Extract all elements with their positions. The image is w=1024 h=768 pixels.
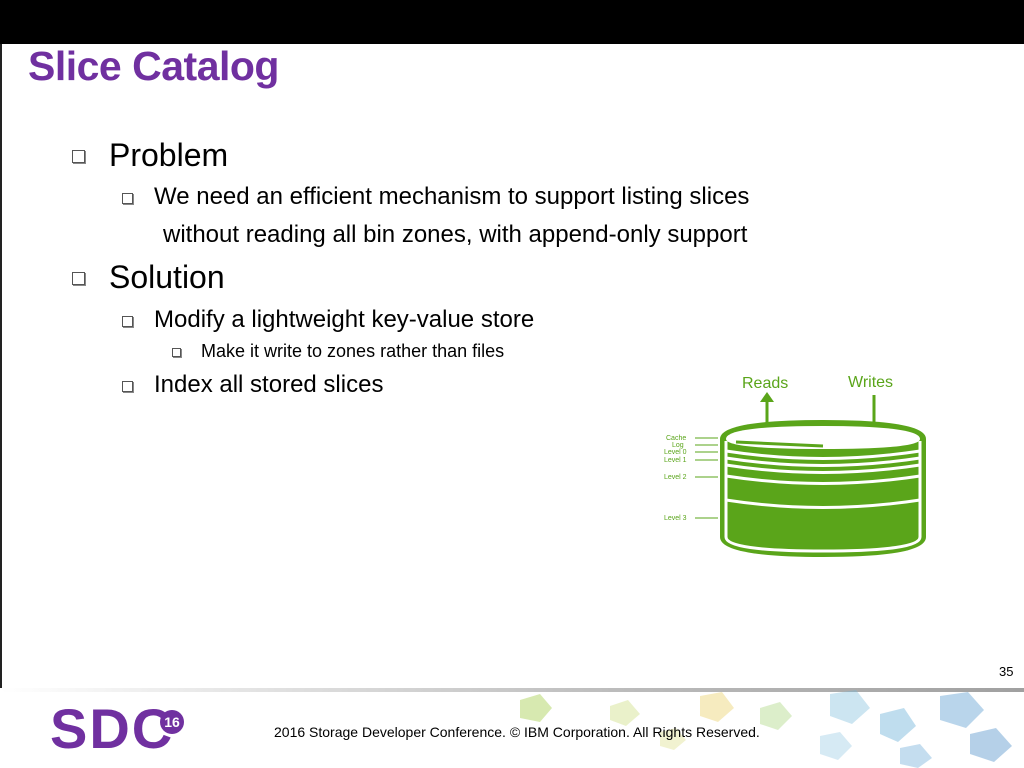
reads-arrowhead — [760, 392, 774, 402]
square-bullet-icon — [72, 272, 85, 285]
bullet-problem-label: Problem — [109, 137, 229, 173]
left-border — [0, 44, 2, 688]
cylinder-body — [720, 420, 926, 557]
level-0-band — [725, 456, 921, 467]
reads-label: Reads — [742, 375, 788, 392]
level-label-log: Log — [672, 442, 684, 449]
page-number: 35 — [999, 664, 1014, 679]
cache-fill-line — [735, 440, 824, 448]
square-bullet-icon — [122, 316, 133, 327]
bullet-solution: Solution — [72, 259, 225, 295]
kv-store-diagram: Reads Writes Cache Log Level 0 Level 1 L… — [658, 365, 938, 570]
bullet-modify-kv-store-label: Modify a lightweight key-value store — [154, 306, 535, 333]
bullet-problem-detail: We need an efficient mechanism to suppor… — [122, 178, 749, 216]
bullet-index-slices: Index all stored slices — [122, 366, 383, 404]
sdc-logo: SDC 16 — [50, 697, 184, 760]
sdc-logo-text: SDC — [50, 697, 175, 760]
square-bullet-icon — [122, 193, 133, 204]
level-pointers — [695, 437, 718, 519]
bullet-solution-label: Solution — [109, 259, 225, 295]
level-label-1: Level 1 — [664, 457, 687, 464]
log-band — [725, 449, 921, 460]
bullet-modify-kv-store: Modify a lightweight key-value store — [122, 301, 534, 339]
sdc-logo-badge: 16 — [160, 710, 184, 734]
cylinder-inner-outline — [724, 441, 922, 553]
level-label-0: Level 0 — [664, 449, 687, 456]
footer: SDC 16 2016 Storage Developer Conference… — [0, 688, 1024, 768]
level-3-band — [725, 498, 921, 509]
level-label-3: Level 3 — [664, 515, 687, 522]
bullet-problem-detail-line1: We need an efficient mechanism to suppor… — [154, 183, 750, 210]
footer-divider — [0, 688, 1024, 692]
cylinder-graphic: Reads Writes Cache Log Level 0 Level 1 L… — [664, 374, 926, 557]
level-label-2: Level 2 — [664, 474, 687, 481]
bullet-write-zones-label: Make it write to zones rather than files — [201, 341, 505, 361]
footer-decoration — [520, 690, 1012, 768]
square-bullet-icon — [172, 348, 181, 357]
bullet-write-zones: Make it write to zones rather than files — [172, 340, 504, 362]
writes-label: Writes — [848, 374, 893, 391]
top-bar — [0, 0, 1024, 44]
bullet-problem-detail-line2: without reading all bin zones, with appe… — [163, 221, 748, 248]
level-1-band — [725, 463, 921, 474]
square-bullet-icon — [122, 381, 133, 392]
level-2-band — [725, 474, 921, 485]
level-labels: Cache Log Level 0 Level 1 Level 2 Level … — [664, 435, 687, 522]
level-label-cache: Cache — [666, 435, 686, 442]
bullet-problem: Problem — [72, 137, 228, 173]
square-bullet-icon — [72, 150, 85, 163]
bullet-index-slices-label: Index all stored slices — [154, 371, 384, 398]
copyright-text: 2016 Storage Developer Conference. © IBM… — [274, 724, 760, 740]
slide-title: Slice Catalog — [28, 43, 279, 89]
